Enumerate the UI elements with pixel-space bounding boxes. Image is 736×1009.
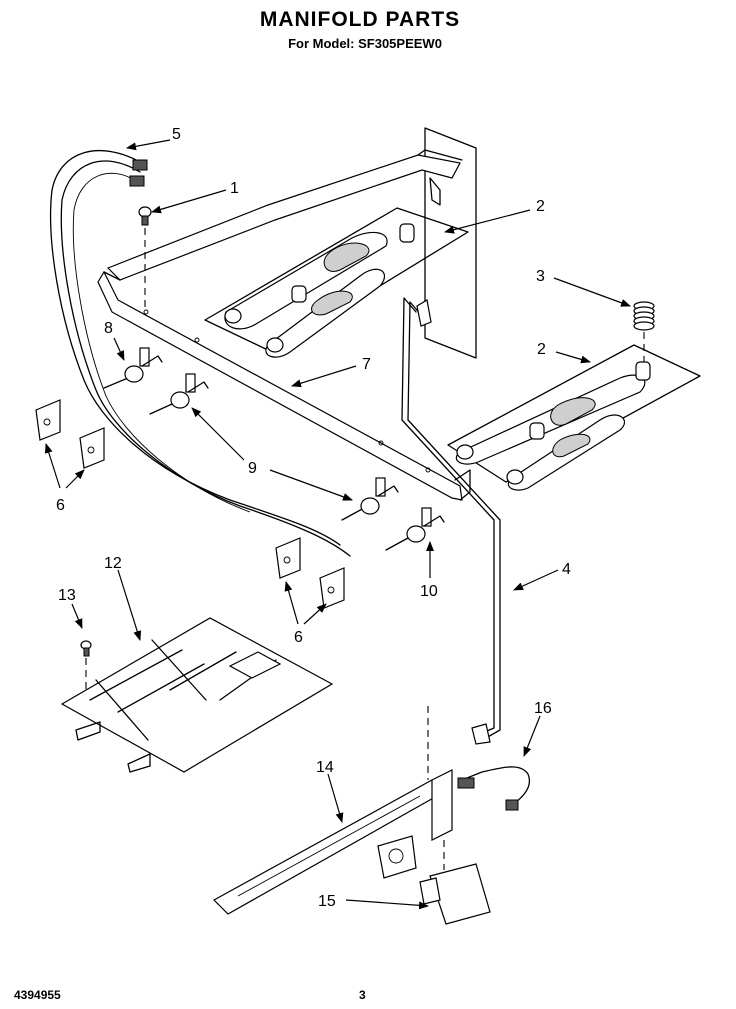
callout-13: 13: [58, 587, 76, 604]
valve-10: [385, 507, 445, 551]
callout-14: 14: [316, 759, 334, 776]
callout-5: 5: [172, 126, 181, 143]
callout-10: 10: [420, 583, 438, 600]
callout-labels: 5 1 2 3 2 7 8 9 10 6 6 4 12 13 14 15 16: [56, 126, 571, 910]
callout-7: 7: [362, 356, 371, 373]
callout-12: 12: [104, 555, 122, 572]
valve-9b: [341, 477, 399, 521]
callout-6-left: 6: [56, 497, 65, 514]
screw-13: [80, 640, 92, 690]
page-number: 3: [359, 988, 366, 1002]
callout-2-lower: 2: [537, 341, 546, 358]
callout-4: 4: [562, 561, 571, 578]
spring-part: [633, 301, 655, 362]
wire-harness: [35, 149, 351, 609]
document-number: 4394955: [14, 988, 61, 1002]
callout-6-right: 6: [294, 629, 303, 646]
burner-upper: [204, 207, 469, 358]
callout-2-upper: 2: [536, 198, 545, 215]
leader-lines: [44, 139, 631, 910]
valve-9a: [149, 373, 209, 415]
burner-lower: [447, 344, 701, 491]
callout-16: 16: [534, 700, 552, 717]
callout-15: 15: [318, 893, 336, 910]
manifold-rail: [97, 127, 477, 501]
regulator: [377, 769, 491, 925]
callout-1: 1: [230, 180, 239, 197]
callout-8: 8: [104, 320, 113, 337]
gas-tube: [401, 297, 501, 745]
model-subtitle: For Model: SF305PEEW0: [288, 36, 442, 51]
page-title: MANIFOLD PARTS: [259, 8, 461, 31]
callout-3: 3: [536, 268, 545, 285]
ignitor-wire: [457, 766, 531, 811]
valve-8: [103, 347, 163, 389]
manifold-pipe: [213, 706, 445, 915]
burner-shield: [60, 617, 334, 773]
screw-part: [138, 206, 152, 308]
callout-9: 9: [248, 460, 257, 477]
